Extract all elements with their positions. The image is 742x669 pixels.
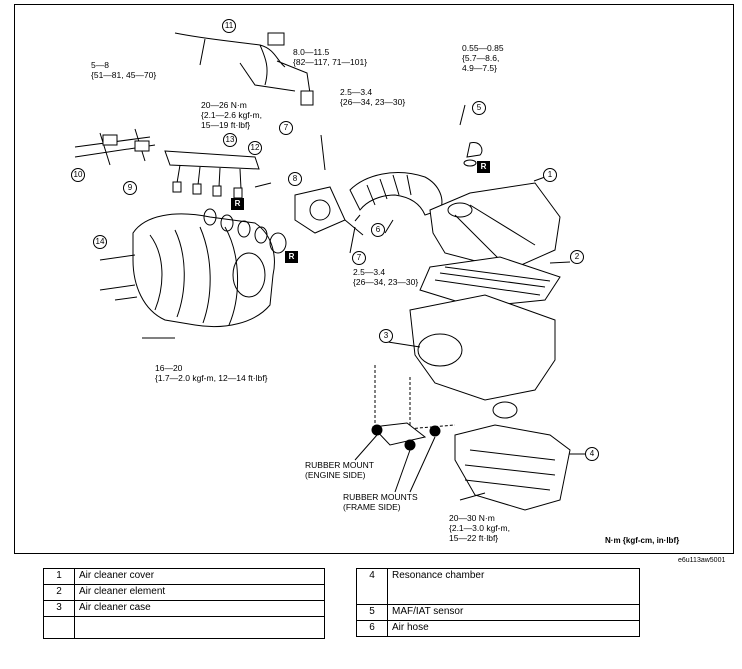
part-num: 1 — [43, 568, 75, 585]
callout-4: 4 — [585, 447, 599, 461]
part-name: Air hose — [387, 620, 640, 637]
part-name: Air cleaner element — [74, 584, 325, 601]
exploded-view-drawing — [74, 32, 585, 511]
callout-8: 8 — [288, 172, 302, 186]
part-num: 5 — [356, 604, 388, 621]
callout-6: 6 — [371, 223, 385, 237]
air-cleaner-cover — [429, 182, 561, 271]
torque-16-20: 16—20 {1.7—2.0 kgf-m, 12—14 ft·lbf} — [155, 363, 268, 383]
callout-9: 9 — [123, 181, 137, 195]
part-num: 2 — [43, 584, 75, 601]
torque-2534-mid: 2.5—3.4 {26—34, 23—30} — [353, 267, 419, 287]
torque-055-085: 0.55—0.85 {5.7—8.6, 4.9—7.5} — [462, 43, 504, 73]
callout-7b: 7 — [352, 251, 366, 265]
air-cleaner-case — [409, 294, 556, 401]
part-name: Resonance chamber — [387, 568, 640, 605]
rubber-mounts-frame-label: RUBBER MOUNTS (FRAME SIDE) — [343, 492, 418, 512]
diagram-frame: 5—8 {51—81, 45—70} 20—26 N·m {2.1—2.6 kg… — [14, 4, 734, 554]
part-name: Air cleaner cover — [74, 568, 325, 585]
part-name: Air cleaner case — [74, 600, 325, 617]
torque-20-30: 20—30 N·m {2.1—3.0 kgf-m, 15—22 ft·lbf} — [449, 513, 510, 543]
intake-manifold — [132, 213, 275, 328]
callout-14: 14 — [93, 235, 107, 249]
callout-7a: 7 — [279, 121, 293, 135]
fuel-rail — [164, 150, 260, 170]
torque-5-8: 5—8 {51—81, 45—70} — [91, 60, 157, 80]
replace-mark-1: R — [231, 198, 244, 210]
air-hose — [349, 172, 443, 216]
callout-12: 12 — [248, 141, 262, 155]
resonance-chamber — [454, 424, 571, 511]
callout-2: 2 — [570, 250, 584, 264]
throttle-body — [294, 186, 346, 234]
torque-2534-top: 2.5—3.4 {26—34, 23—30} — [340, 87, 406, 107]
callout-1: 1 — [543, 168, 557, 182]
part-name: MAF/IAT sensor — [387, 604, 640, 621]
replace-mark-2: R — [285, 251, 298, 263]
part-num: 6 — [356, 620, 388, 637]
callout-10: 10 — [71, 168, 85, 182]
callout-3: 3 — [379, 329, 393, 343]
image-code: e6u113aw5001 — [678, 557, 726, 564]
callout-5: 5 — [472, 101, 486, 115]
torque-20-26: 20—26 N·m {2.1—2.6 kgf-m, 15—19 ft·lbf} — [201, 100, 262, 130]
callout-13: 13 — [223, 133, 237, 147]
torque-8-115: 8.0—11.5 {82—117, 71—101} — [293, 47, 368, 67]
part-num: 4 — [356, 568, 388, 605]
replace-mark-3: R — [477, 161, 490, 173]
rubber-mount-engine-label: RUBBER MOUNT (ENGINE SIDE) — [305, 460, 374, 480]
table-row — [43, 616, 325, 639]
unit-note: N·m {kgf-cm, in·lbf} — [605, 536, 680, 545]
callout-11: 11 — [222, 19, 236, 33]
part-num: 3 — [43, 600, 75, 617]
air-cleaner-element — [419, 256, 561, 308]
wiring-harness — [174, 32, 312, 101]
